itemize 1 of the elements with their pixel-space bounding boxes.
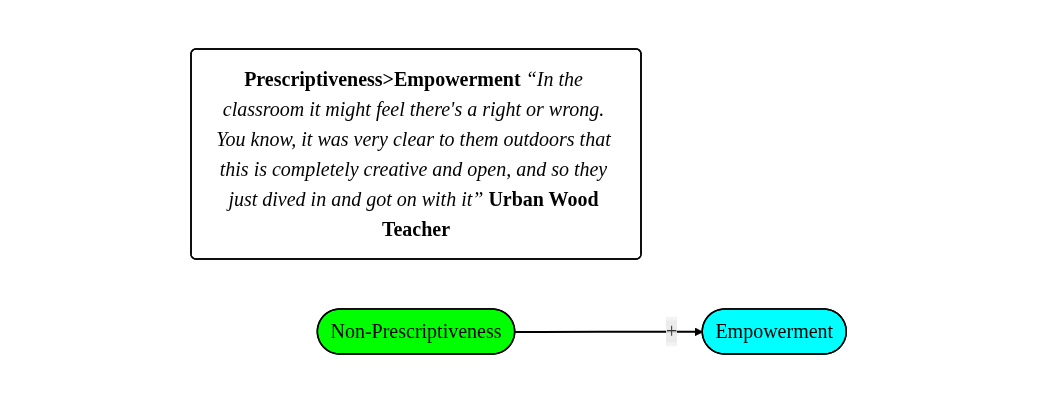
edge-label: + (666, 320, 678, 343)
